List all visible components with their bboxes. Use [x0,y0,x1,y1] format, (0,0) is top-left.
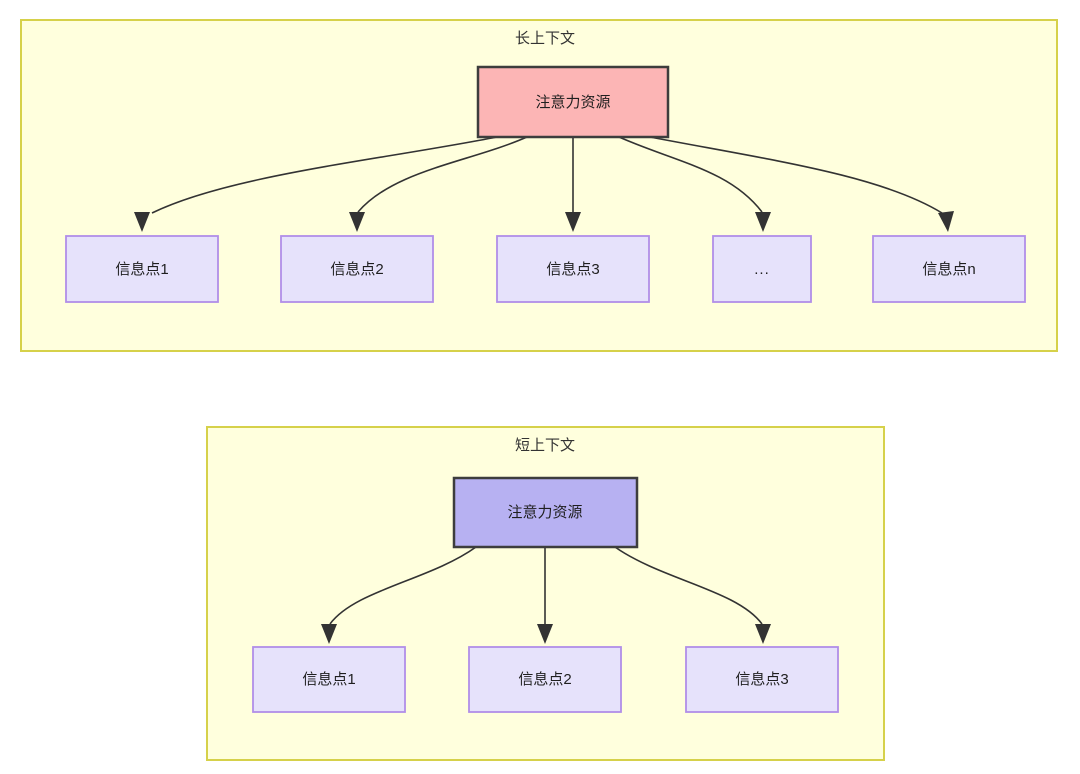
node-long-leaf-2-box[interactable] [280,235,434,303]
node-short-leaf-1-box[interactable] [252,646,406,713]
node-long-leaf-ellipsis-label: ... [754,261,770,278]
edges-short-context [321,546,771,644]
node-long-context-root-box[interactable] [476,65,670,139]
node-long-leaf-ellipsis-box[interactable] [712,235,812,303]
node-short-leaf-3-label: 信息点3 [735,671,788,688]
group-long-context-title: 长上下文 [515,30,575,47]
edge-short-root-to-leaf-3 [614,546,763,625]
node-short-leaf-1[interactable]: 信息点1 [252,646,406,713]
node-long-leaf-1-box[interactable] [65,235,219,303]
node-long-leaf-3-label: 信息点3 [546,261,599,278]
edge-short-root-to-leaf-1 [329,546,477,625]
node-long-leaf-1[interactable]: 信息点1 [65,235,219,303]
arrowhead-short-leaf-3 [755,624,771,644]
node-long-leaf-2[interactable]: 信息点2 [280,235,434,303]
group-short-context-title: 短上下文 [515,437,575,454]
node-short-context-root[interactable]: 注意力资源 [452,476,639,549]
node-long-leaf-ellipsis[interactable]: ... [712,235,812,303]
node-short-leaf-3[interactable]: 信息点3 [685,646,839,713]
node-long-context-root-label: 注意力资源 [535,93,610,111]
edge-root-to-leaf-1 [151,136,498,214]
arrowhead-leaf-4 [755,212,771,232]
edge-root-to-leaf-4 [618,136,763,213]
edges-long-context [134,136,954,232]
arrowhead-leaf-1 [134,212,150,232]
node-short-leaf-2-label: 信息点2 [518,671,571,688]
node-short-leaf-2[interactable]: 信息点2 [468,646,622,713]
node-long-leaf-n-label: 信息点n [922,261,975,278]
arrowhead-leaf-3 [565,212,581,232]
group-short-context: 短上下文 注意力资源 信息点1 信息点 [206,426,885,761]
node-short-leaf-2-box[interactable] [468,646,622,713]
arrowhead-short-leaf-1 [321,624,337,644]
edge-root-to-leaf-5 [649,136,943,214]
arrowhead-short-leaf-2 [537,624,553,644]
group-long-context: 长上下文 注意力资源 信息 [20,19,1058,352]
node-short-context-root-box[interactable] [452,476,639,549]
node-long-leaf-3[interactable]: 信息点3 [496,235,650,303]
node-long-context-root[interactable]: 注意力资源 [476,65,670,139]
arrowhead-leaf-2 [349,212,365,232]
arrowhead-leaf-5 [938,211,954,232]
node-long-leaf-n[interactable]: 信息点n [872,235,1026,303]
node-short-leaf-3-box[interactable] [685,646,839,713]
node-long-leaf-2-label: 信息点2 [330,261,383,278]
node-short-context-root-label: 注意力资源 [507,503,582,521]
node-long-leaf-n-box[interactable] [872,235,1026,303]
edge-root-to-leaf-2 [357,136,528,213]
node-long-leaf-3-box[interactable] [496,235,650,303]
node-short-leaf-1-label: 信息点1 [302,671,355,688]
node-long-leaf-1-label: 信息点1 [115,261,168,278]
